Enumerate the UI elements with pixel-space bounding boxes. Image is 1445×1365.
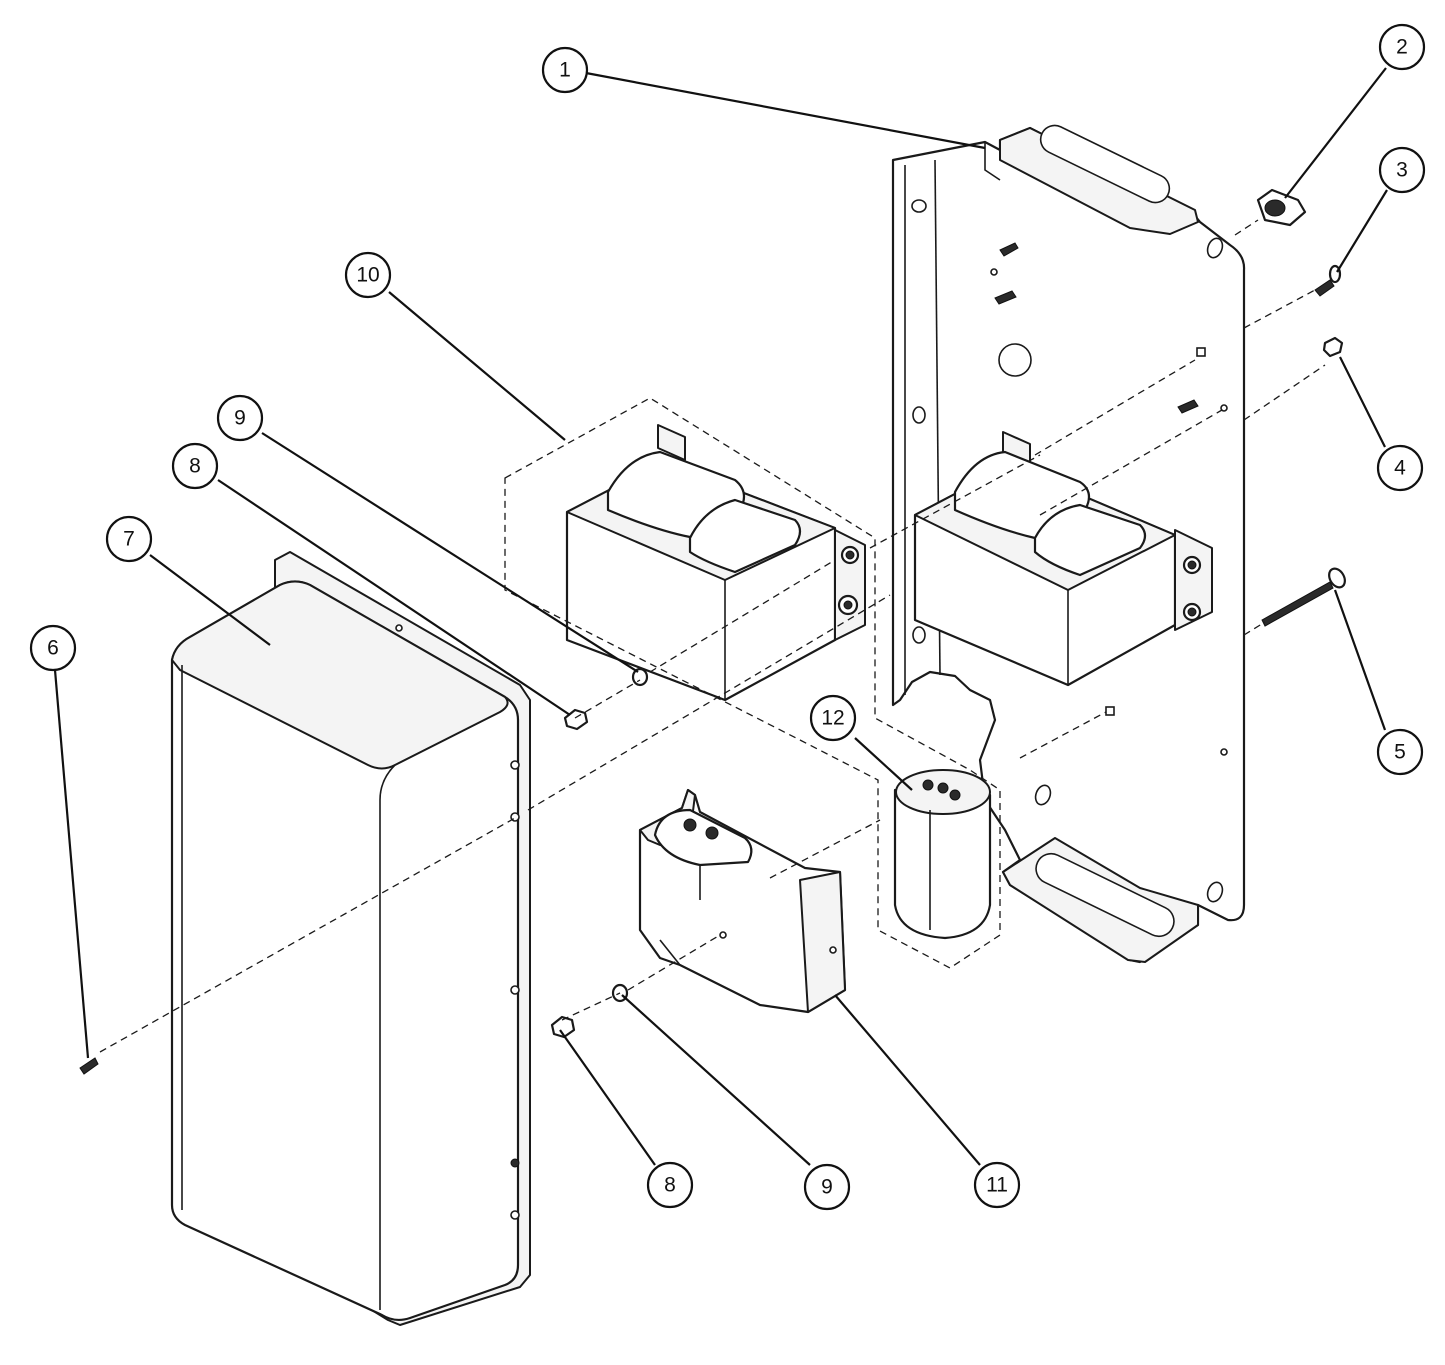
callout-10: 10 xyxy=(344,251,392,299)
leader-lines xyxy=(53,67,1388,1166)
capacitor xyxy=(893,769,992,940)
enclosure-cover xyxy=(170,551,531,1326)
callout-2: 2 xyxy=(1378,23,1426,71)
callout-9-upper-label: 9 xyxy=(234,407,246,430)
transformer-mounted xyxy=(913,431,1213,687)
long-bolt-5 xyxy=(1261,567,1346,627)
callout-11: 11 xyxy=(973,1161,1021,1209)
callout-12-label: 12 xyxy=(821,707,844,730)
callout-1-label: 1 xyxy=(559,59,571,82)
callout-8-upper-label: 8 xyxy=(189,455,201,478)
callout-12: 12 xyxy=(809,694,857,742)
nut-4 xyxy=(1322,336,1344,358)
callout-8-upper: 8 xyxy=(171,442,219,490)
screw-6 xyxy=(79,1057,99,1075)
callout-9-lower-label: 9 xyxy=(821,1176,833,1199)
assembly-lines xyxy=(99,219,1326,1053)
callout-5: 5 xyxy=(1376,728,1424,776)
transformer-exploded xyxy=(565,424,866,702)
callout-8-lower: 8 xyxy=(646,1161,694,1209)
callout-1: 1 xyxy=(541,46,589,94)
capacitor-bracket xyxy=(638,788,847,1014)
nut-8-lower xyxy=(550,1015,576,1039)
callout-4: 4 xyxy=(1376,444,1424,492)
callout-7-label: 7 xyxy=(123,528,135,551)
callout-4-label: 4 xyxy=(1394,457,1406,480)
callout-3: 3 xyxy=(1378,146,1426,194)
group-outline-10 xyxy=(504,397,1001,969)
nut-8-upper xyxy=(563,708,589,731)
callout-9-lower: 9 xyxy=(803,1163,851,1211)
screw-3 xyxy=(1314,264,1342,297)
callout-11-label: 11 xyxy=(986,1174,1008,1197)
washer-9-upper xyxy=(631,667,649,687)
callout-10-label: 10 xyxy=(356,264,379,287)
callout-6-label: 6 xyxy=(47,637,59,660)
callout-2-label: 2 xyxy=(1396,36,1408,59)
callout-8-lower-label: 8 xyxy=(664,1174,676,1197)
callout-3-label: 3 xyxy=(1396,159,1408,182)
callout-7: 7 xyxy=(105,515,153,563)
callout-6: 6 xyxy=(29,624,77,672)
callout-5-label: 5 xyxy=(1394,741,1406,764)
callout-9-upper: 9 xyxy=(216,394,264,442)
strain-relief-bushing xyxy=(1256,188,1307,227)
